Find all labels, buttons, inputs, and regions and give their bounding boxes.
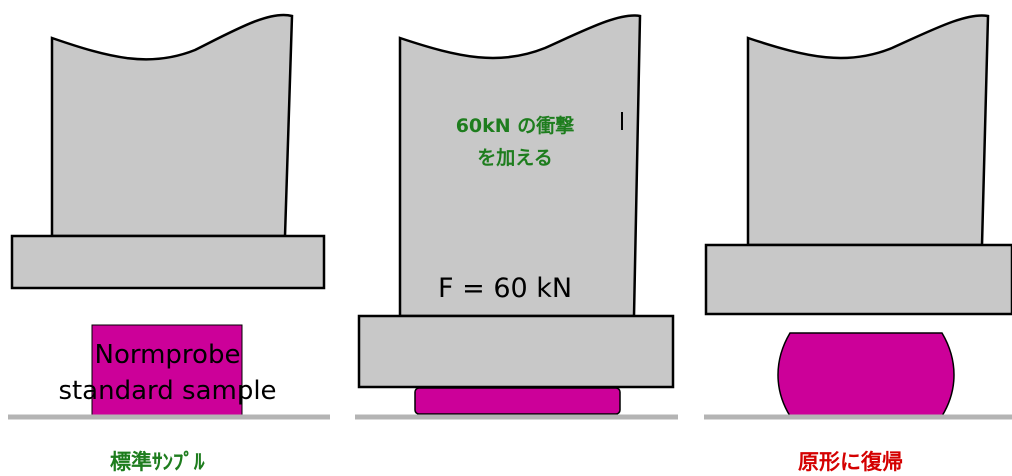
ram-plate [357, 314, 675, 389]
impact-label-line2: を加える [477, 147, 553, 169]
panel-impact [355, 14, 678, 420]
ram-body [50, 13, 294, 238]
sample-label-line1: Normprobe [94, 340, 241, 370]
caption-standard: 標準ｻﾝﾌﾟﾙ [110, 450, 205, 474]
impact-label: 60kN の衝撃 を加える [430, 110, 600, 174]
impact-label-line1: 60kN の衝撃 [455, 115, 575, 137]
ram-body [746, 14, 990, 247]
caption-recovered: 原形に復帰 [798, 450, 903, 474]
recovered-sample [777, 332, 955, 417]
ram-plate [704, 243, 1012, 316]
force-label: F = 60 kN [438, 273, 573, 304]
ram-plate [10, 234, 326, 290]
sample-label-line2: standard sample [58, 376, 277, 406]
ram-body [398, 14, 642, 318]
panel-recovered [704, 14, 1012, 420]
sample-label: Normprobe standard sample [40, 337, 295, 409]
compressed-sample [414, 387, 621, 415]
panel-standard [8, 13, 330, 420]
